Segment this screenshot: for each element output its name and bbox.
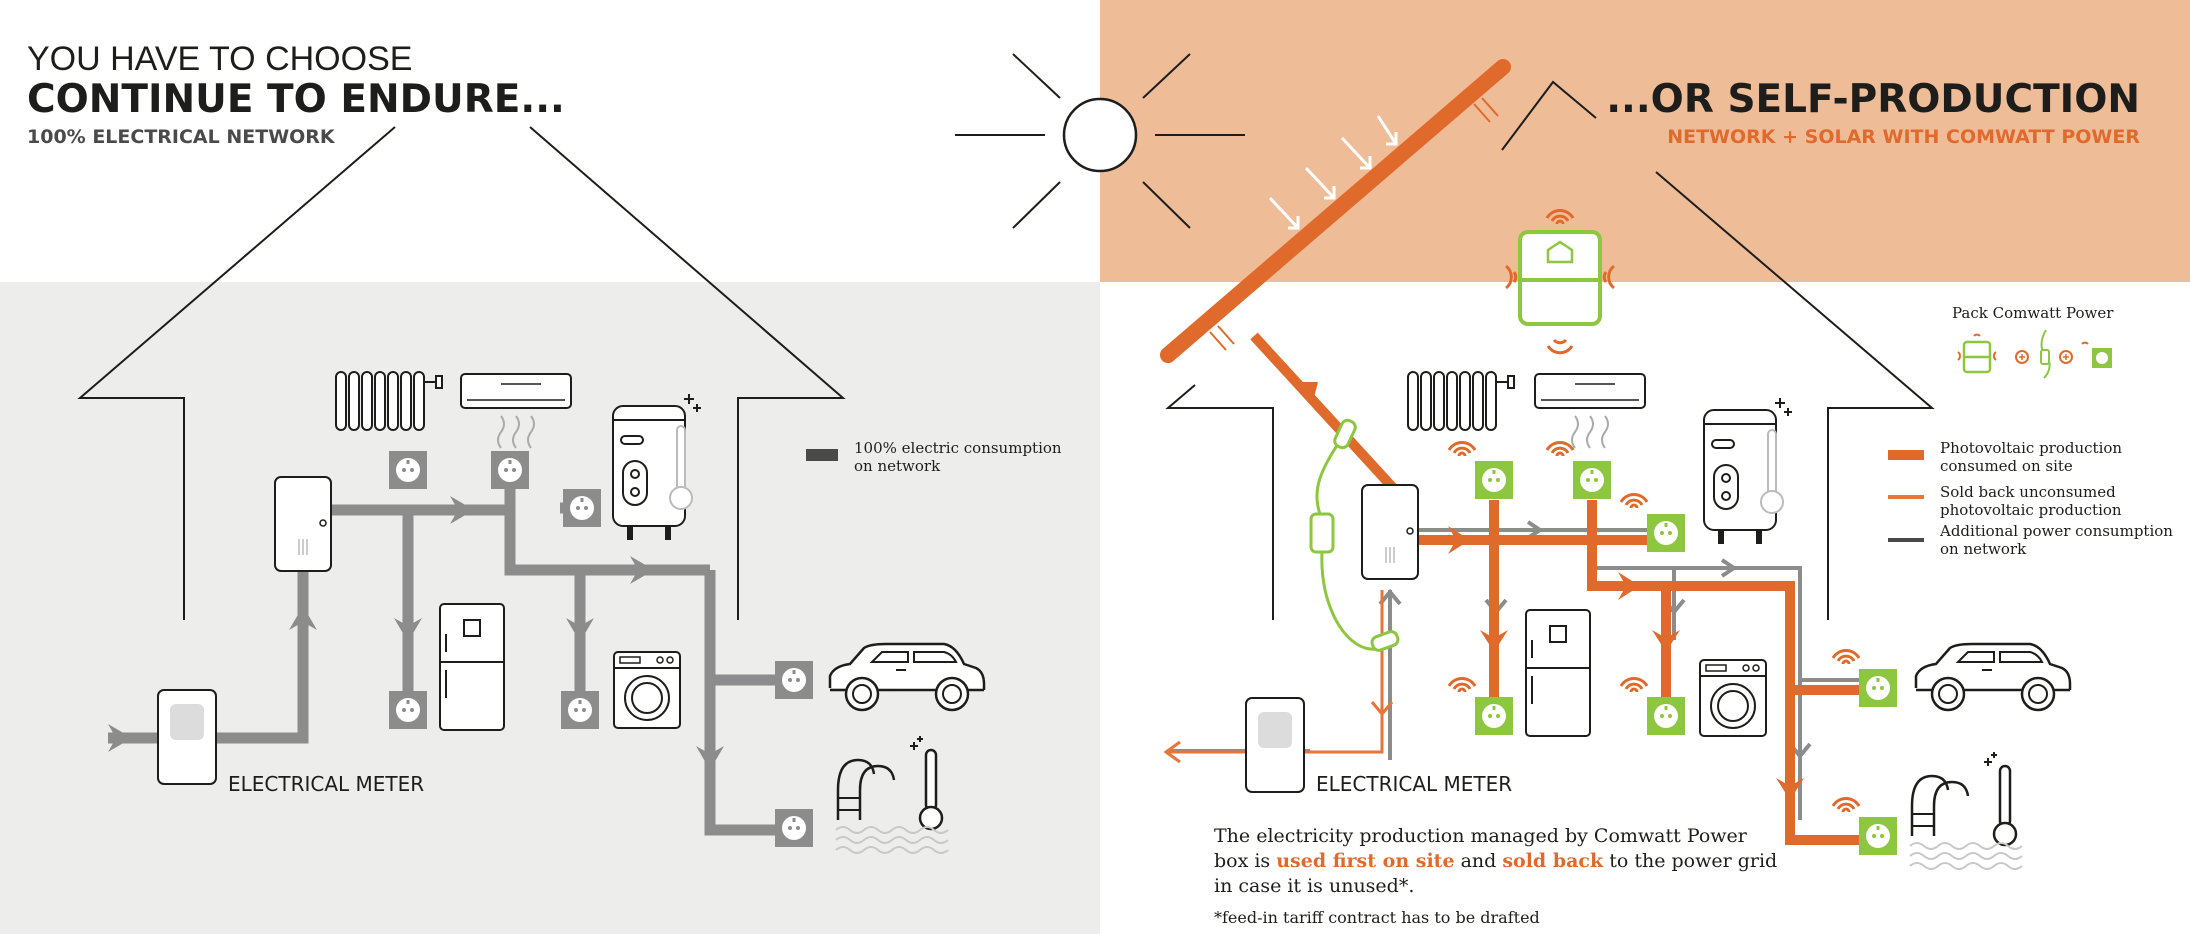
legend-network-line2: on network [854, 457, 941, 475]
explanation-line3: in case it is unused*. [1214, 875, 1414, 897]
socket-icon [491, 451, 529, 489]
comwatt-sensor-icon [1309, 512, 1335, 554]
current-clamp-icon [1370, 630, 1400, 652]
socket-icon [1475, 697, 1513, 735]
legend-additional-line1: Additional power consumption [1939, 522, 2173, 540]
right-title: ...OR SELF-PRODUCTION [1606, 77, 2140, 122]
pack-comwatt-icons [1957, 329, 2112, 379]
legend-network-line1: 100% electric consumption [854, 439, 1062, 457]
left-title-line2: CONTINUE TO ENDURE... [27, 77, 565, 122]
left-meter-label: ELECTRICAL METER [228, 772, 424, 796]
sold-back: sold back [1502, 850, 1604, 872]
right-solar-arrows [1296, 382, 1804, 800]
right-sold-back-arrows [1163, 701, 1394, 764]
washing-machine-icon [1699, 659, 1767, 737]
left-subtitle: 100% ELECTRICAL NETWORK [27, 126, 336, 148]
electrical-meter-icon [157, 689, 217, 785]
fridge-icon [1525, 609, 1591, 737]
left-house-outline [77, 126, 846, 620]
legend-sold-line1: Sold back unconsumed [1940, 483, 2116, 501]
socket-icon [561, 691, 599, 729]
right-meter-label: ELECTRICAL METER [1316, 772, 1512, 796]
socket-icon [389, 451, 427, 489]
electrical-panel-icon [274, 476, 332, 572]
explanation-text-a: box is [1214, 850, 1276, 872]
legend-solar-swatch [1888, 450, 1924, 460]
used-first-on-site: used first on site [1276, 850, 1454, 872]
current-clamp-icon [1333, 418, 1357, 450]
legend-solar-line1: Photovoltaic production [1940, 439, 2122, 457]
explanation-line2: box is used first on site and sold back … [1214, 850, 1777, 872]
legend-additional-line2: on network [1940, 540, 2027, 558]
washing-machine-icon [613, 651, 681, 729]
legend-network-swatch [806, 449, 838, 461]
electrical-meter-icon [1245, 697, 1305, 793]
legend-solar-line2: consumed on site [1940, 457, 2073, 475]
left-title-line1: YOU HAVE TO CHOOSE [27, 40, 412, 78]
socket-icon [1573, 461, 1611, 499]
comwatt-box-icon [1504, 208, 1616, 355]
sun-icon [955, 53, 1245, 229]
socket-icon [389, 691, 427, 729]
socket-icon [1475, 461, 1513, 499]
pack-comwatt-label: Pack Comwatt Power [1952, 304, 2114, 322]
fridge-icon [439, 603, 505, 731]
footnote: *feed-in tariff contract has to be draft… [1214, 908, 1540, 927]
left-network-arrows [108, 496, 724, 770]
legend-network-swatch [1888, 538, 1924, 542]
electrical-panel-icon [1361, 484, 1419, 580]
explanation-text-e: to the power grid [1603, 850, 1777, 872]
right-subtitle: NETWORK + SOLAR WITH COMWATT POWER [1667, 126, 2140, 148]
socket-icon [1859, 817, 1897, 855]
right-top-background [1100, 0, 2190, 282]
socket-icon [1647, 697, 1685, 735]
socket-icon [1859, 669, 1897, 707]
socket-icon [775, 809, 813, 847]
left-top-background [0, 0, 1100, 282]
sun-rays-arrows [1268, 115, 1398, 230]
solar-panel-icon [1160, 59, 1511, 363]
explanation-text-c: and [1455, 850, 1503, 872]
explanation-line1: The electricity production managed by Co… [1214, 825, 1748, 847]
right-house-outline [1165, 80, 1935, 620]
legend-sold-swatch [1888, 495, 1924, 499]
legend-sold-line2: photovoltaic production [1940, 501, 2122, 519]
socket-icon [775, 661, 813, 699]
socket-icon [563, 489, 601, 527]
socket-icon [1647, 514, 1685, 552]
